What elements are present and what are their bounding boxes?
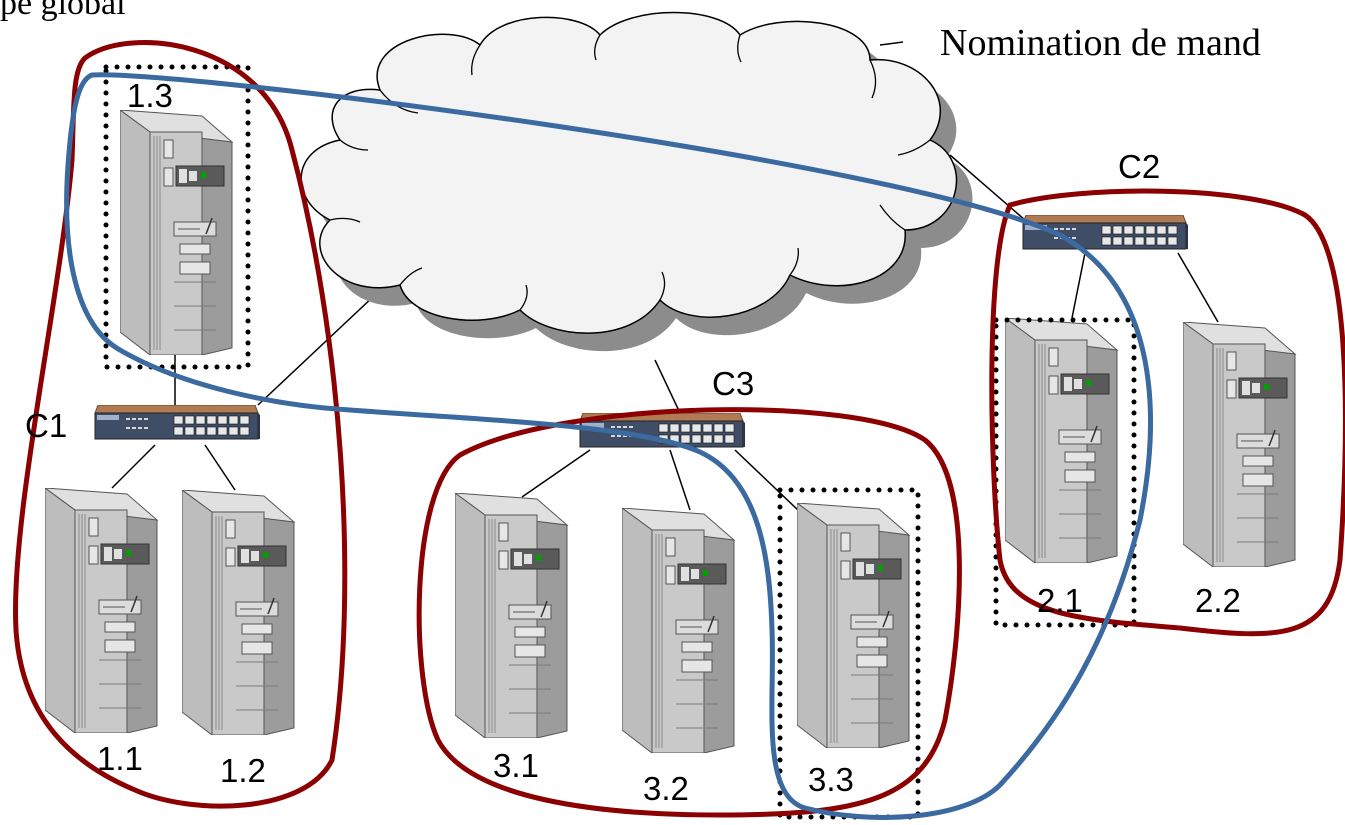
link-c1-cloud	[257, 294, 376, 406]
server-1.1-icon	[45, 488, 158, 733]
link-c1-1.2	[204, 444, 236, 491]
server-label-1.2: 1.2	[220, 752, 266, 789]
nomination-leader-line	[879, 41, 904, 46]
link-c3-3.3	[734, 449, 801, 513]
link-c2-2.1	[1071, 252, 1086, 319]
switch-label-c1: C1	[25, 407, 67, 444]
cluster-3-outline	[416, 407, 962, 818]
server-label-2.1: 2.1	[1037, 582, 1083, 619]
server-3.2-icon	[622, 508, 735, 753]
cluster-2-outline	[989, 188, 1345, 637]
server-1.3-icon	[120, 110, 233, 355]
cluster-1-outline	[13, 40, 348, 809]
server-label-3.3: 3.3	[808, 761, 854, 798]
server-label-3.1: 3.1	[493, 747, 539, 784]
server-1.2-icon	[182, 490, 295, 735]
server-2.1-icon	[1005, 318, 1118, 563]
network-cloud-icon	[300, 11, 973, 352]
switch-label-c3: C3	[712, 365, 754, 402]
switch-c1-icon	[94, 405, 260, 440]
network-links	[111, 41, 1219, 513]
switch-label-c2: C2	[1118, 148, 1160, 185]
cluster-outlines	[13, 40, 1345, 818]
server-label-3.2: 3.2	[643, 770, 689, 807]
server-label-1.1: 1.1	[97, 740, 143, 777]
title-fragment: pe global	[0, 0, 126, 22]
cluster-1-devices	[45, 110, 295, 735]
server-2.2-icon	[1183, 322, 1296, 567]
server-label-1.3: 1.3	[127, 77, 173, 114]
link-cloud-c3	[654, 359, 681, 414]
link-c1-1.1	[111, 444, 156, 489]
link-cloud-c2	[949, 154, 1026, 221]
global-group-outline	[64, 72, 1153, 820]
cluster-3-devices	[455, 413, 910, 753]
link-c2-2.2	[1177, 252, 1219, 323]
link-c3-3.1	[521, 449, 591, 498]
server-3.1-icon	[455, 493, 568, 738]
nomination-label: Nomination de mand	[940, 22, 1261, 64]
server-3.3-icon	[797, 503, 910, 748]
link-c3-3.2	[669, 449, 691, 511]
server-label-2.2: 2.2	[1195, 582, 1241, 619]
